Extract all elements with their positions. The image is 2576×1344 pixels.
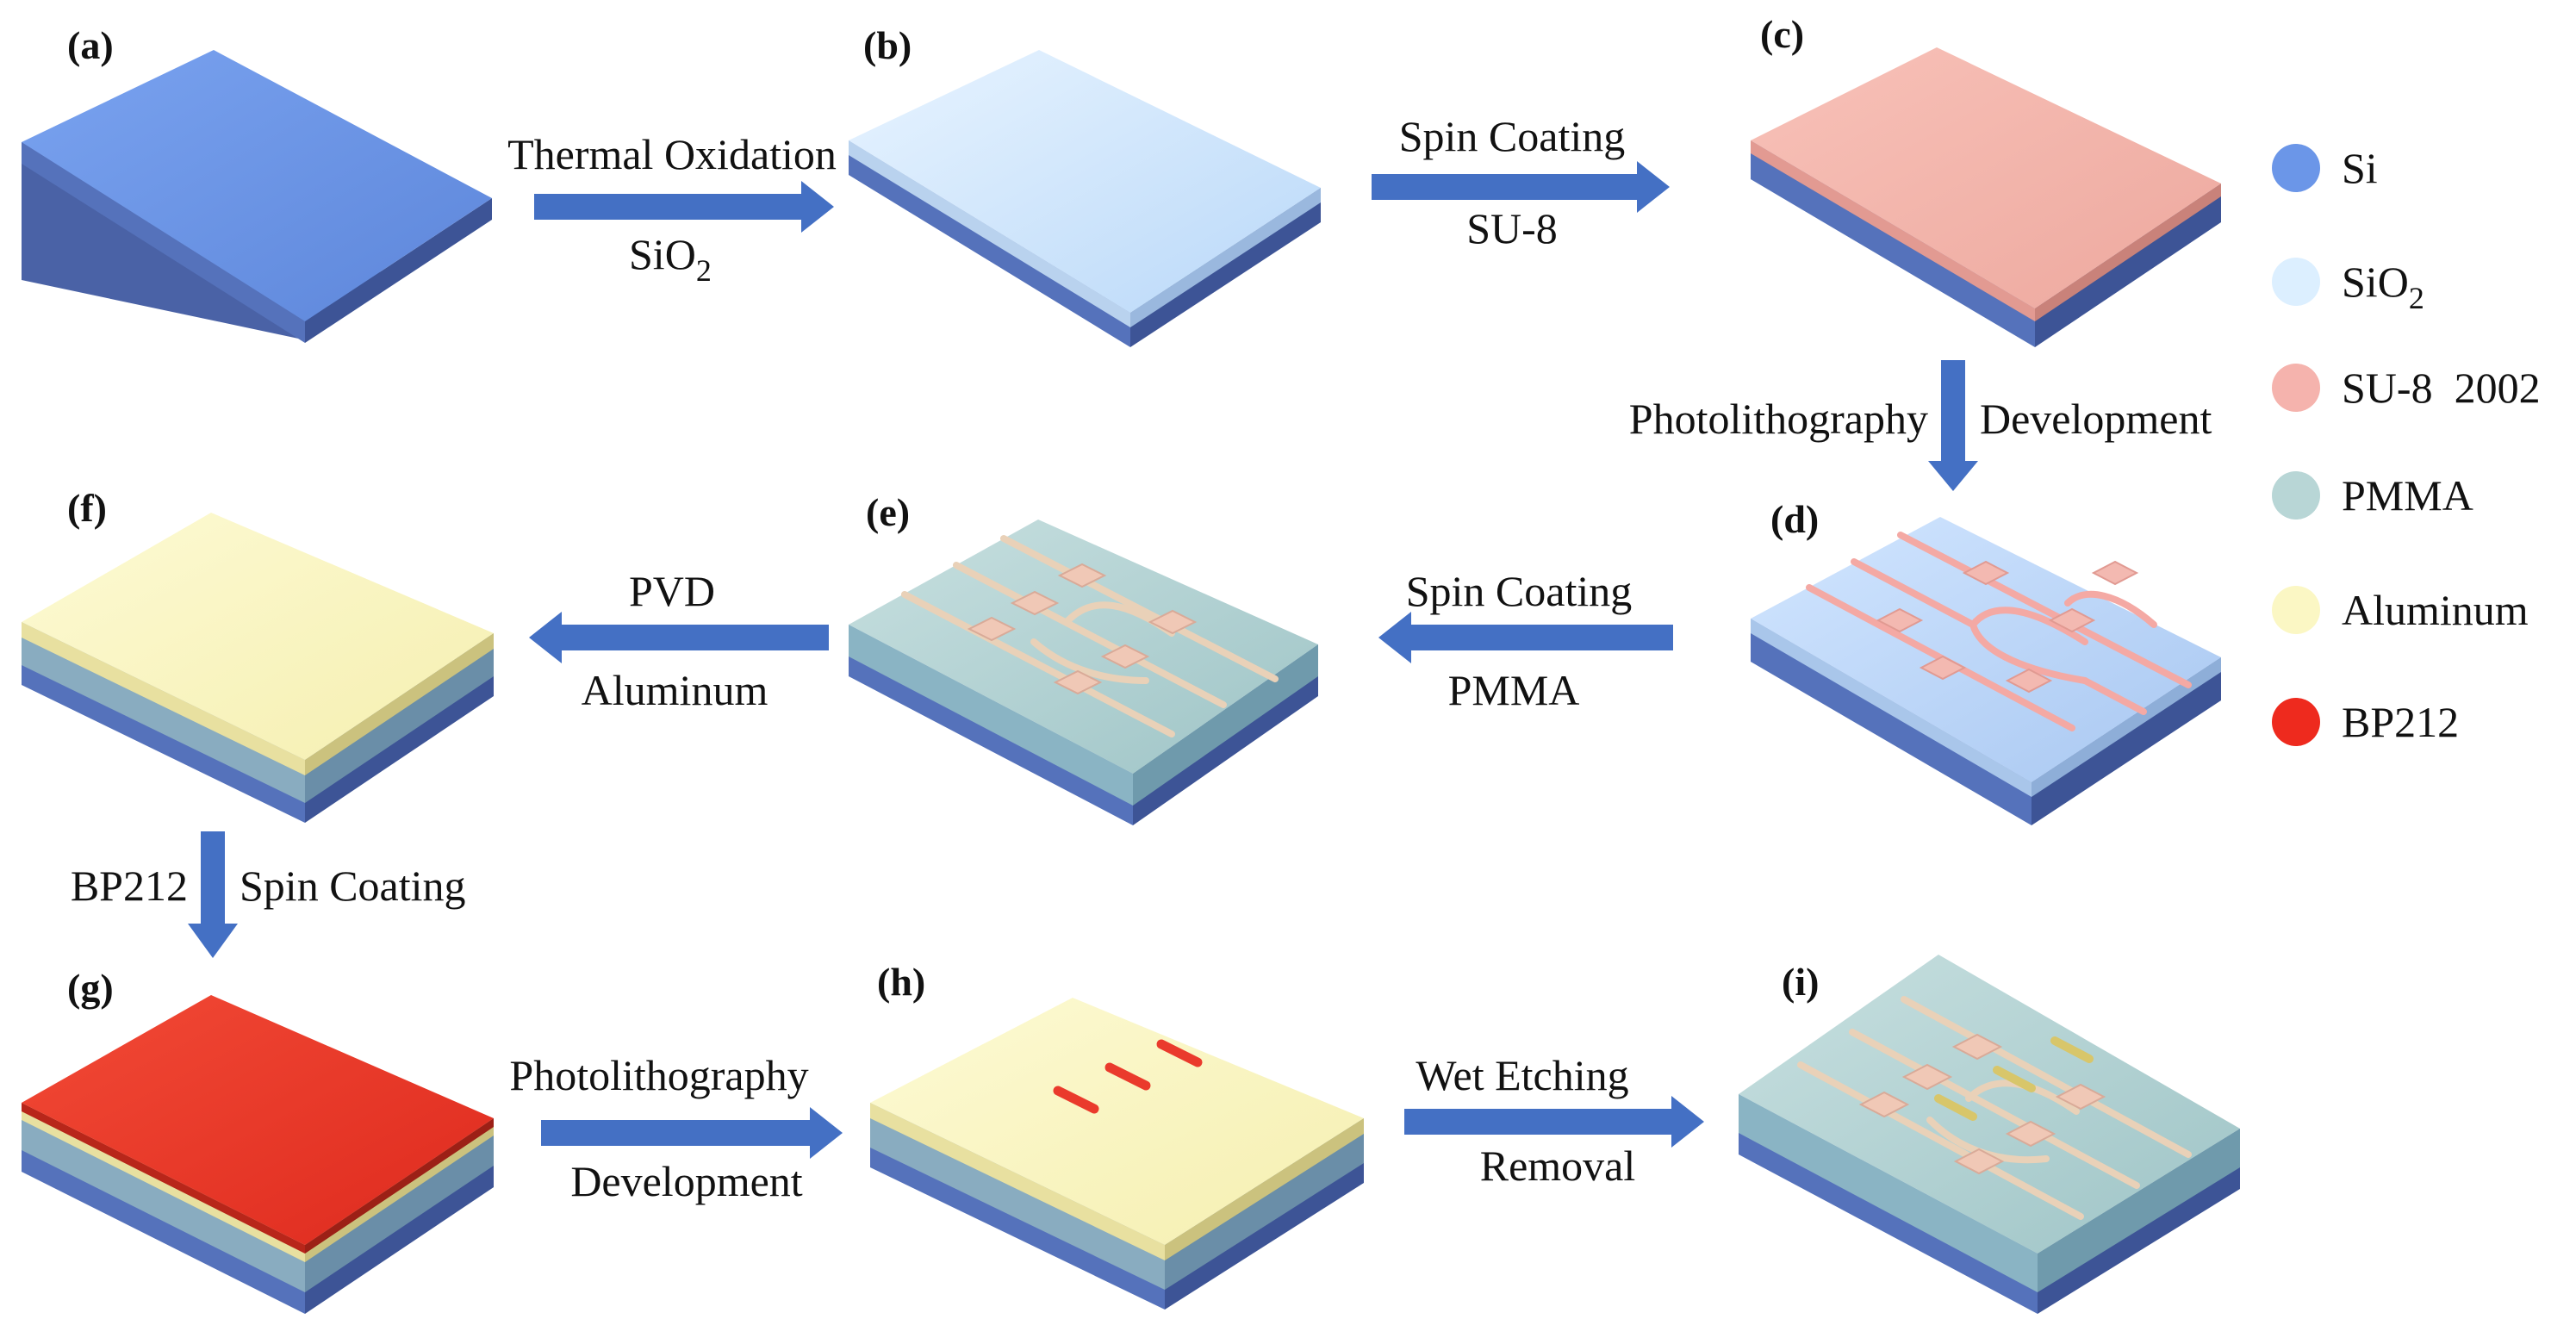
legend-label-si: Si	[2342, 144, 2378, 192]
panel-d-pads	[1876, 560, 2139, 694]
step-a-b-bottom-main: SiO	[629, 230, 696, 278]
step-c-d-right: Development	[1980, 395, 2212, 443]
legend-item-su8: SU-8 2002	[2272, 364, 2541, 412]
arrow-h-to-i	[1404, 1096, 1704, 1148]
legend-label-bp212: BP212	[2342, 698, 2459, 746]
step-b-c-top: Spin Coating	[1399, 112, 1626, 160]
panel-label-h: (h)	[877, 960, 925, 1004]
legend-swatch-sio2	[2272, 258, 2320, 306]
panel-label-f: (f)	[67, 486, 107, 530]
arrow-b-to-c	[1372, 161, 1670, 213]
step-e-f-bottom: Aluminum	[582, 666, 768, 714]
panel-b-substrate	[849, 50, 1321, 347]
panel-label-i: (i)	[1782, 960, 1819, 1004]
step-a-b-bottom: SiO2	[629, 230, 712, 288]
panel-d-waveguides	[1806, 532, 2192, 731]
arrow-c-to-d	[1928, 360, 1978, 491]
step-f-g-right: Spin Coating	[240, 862, 466, 910]
panel-d-substrate	[1751, 517, 2221, 825]
panel-label-c: (c)	[1760, 12, 1804, 56]
legend-item-sio2: SiO2	[2272, 258, 2424, 315]
panel-label-e: (e)	[866, 490, 910, 534]
step-g-h-top: Photolithography	[509, 1051, 808, 1099]
step-d-e-bottom: PMMA	[1448, 666, 1580, 714]
panel-g-substrate	[22, 995, 494, 1314]
step-g-h-bottom: Development	[570, 1157, 802, 1205]
legend-label-sio2-main: SiO	[2342, 258, 2409, 306]
legend-item-aluminum: Aluminum	[2272, 586, 2529, 634]
legend-swatch-bp212	[2272, 698, 2320, 746]
arrow-e-to-f	[529, 612, 829, 663]
legend-label-pmma: PMMA	[2342, 471, 2473, 520]
step-h-i-bottom: Removal	[1480, 1142, 1636, 1190]
legend-swatch-si	[2272, 144, 2320, 192]
arrows	[188, 161, 1978, 1159]
panel-c-substrate	[1751, 47, 2221, 347]
step-h-i-top: Wet Etching	[1416, 1051, 1628, 1099]
panel-f-substrate	[22, 513, 494, 823]
panel-a-substrate	[22, 50, 492, 343]
legend-swatch-su8	[2272, 364, 2320, 412]
panel-e-substrate	[849, 520, 1318, 825]
step-b-c-bottom: SU-8	[1466, 204, 1558, 252]
step-a-b-top: Thermal Oxidation	[507, 130, 837, 178]
arrow-d-to-e	[1378, 612, 1673, 663]
panel-h-substrate	[870, 998, 1364, 1310]
panel-i-aluminum-heaters	[1934, 1036, 2094, 1121]
panel-e-pads	[967, 563, 1198, 695]
legend-label-aluminum: Aluminum	[2342, 586, 2529, 634]
legend: Si SiO2 SU-8 2002 PMMA Aluminum BP212	[2272, 144, 2541, 746]
legend-swatch-pmma	[2272, 471, 2320, 520]
arrow-f-to-g	[188, 831, 238, 958]
legend-item-bp212: BP212	[2272, 698, 2459, 746]
step-a-b-bottom-sub: 2	[696, 253, 712, 288]
panel-label-g: (g)	[67, 966, 114, 1010]
panel-i-pads	[1858, 1033, 2106, 1175]
legend-swatch-aluminum	[2272, 586, 2320, 634]
panel-label-a: (a)	[67, 23, 114, 67]
legend-item-si: Si	[2272, 144, 2378, 192]
step-e-f-top: PVD	[629, 567, 715, 615]
arrow-a-to-b	[534, 181, 834, 233]
legend-label-su8: SU-8 2002	[2342, 364, 2541, 412]
legend-item-pmma: PMMA	[2272, 471, 2473, 520]
panel-i-substrate	[1739, 955, 2240, 1314]
step-c-d-left: Photolithography	[1629, 395, 1928, 443]
arrow-g-to-h	[541, 1107, 843, 1159]
panel-label-b: (b)	[863, 23, 912, 67]
legend-label-sio2: SiO2	[2342, 258, 2424, 315]
legend-label-sio2-sub: 2	[2409, 281, 2424, 315]
panel-label-d: (d)	[1770, 497, 1819, 541]
step-f-g-left: BP212	[71, 862, 188, 910]
panel-h-bp212-strips	[1053, 1039, 1203, 1114]
step-d-e-top: Spin Coating	[1406, 567, 1633, 615]
